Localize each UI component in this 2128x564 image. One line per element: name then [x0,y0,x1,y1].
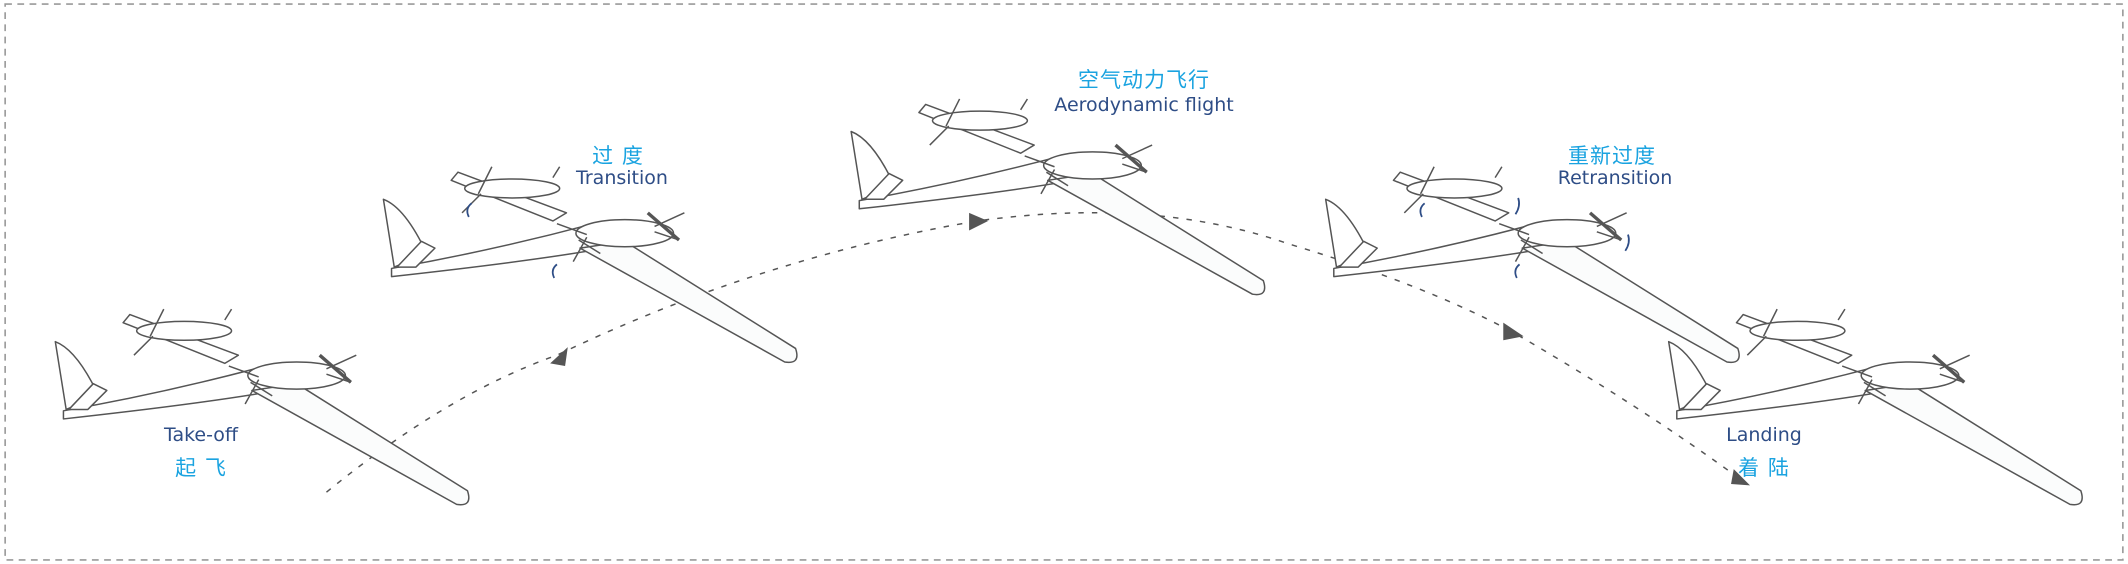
landing-label-en: Landing [1726,424,1802,446]
rotation-arrow-icon [466,197,1630,279]
takeoff-label-zh: 起 飞 [175,456,227,480]
aerodynamic-label-en: Aerodynamic flight [1054,94,1234,116]
aerodynamic-label-zh: 空气动力飞行 [1078,68,1210,92]
transition-aircraft [381,165,799,365]
transition-label-en: Transition [576,167,668,189]
retransition-aircraft [1323,165,1741,365]
takeoff-label-en: Take-off [163,424,239,446]
landing-aircraft [1666,307,2084,507]
dashed-border [4,3,2124,561]
arrow-head-icon [1731,469,1751,486]
transition-label-zh: 过 度 [592,144,644,168]
retransition-label-zh: 重新过度 [1568,144,1656,168]
arrow-head-icon [550,347,568,367]
retransition-label-en: Retransition [1557,167,1673,189]
arrow-head-icon [969,212,989,231]
arrow-head-icon [1503,322,1524,341]
flight-path [325,211,1744,493]
aerodynamic-aircraft [849,97,1267,297]
landing-label-zh: 着 陆 [1738,456,1790,480]
takeoff-aircraft [53,307,471,507]
